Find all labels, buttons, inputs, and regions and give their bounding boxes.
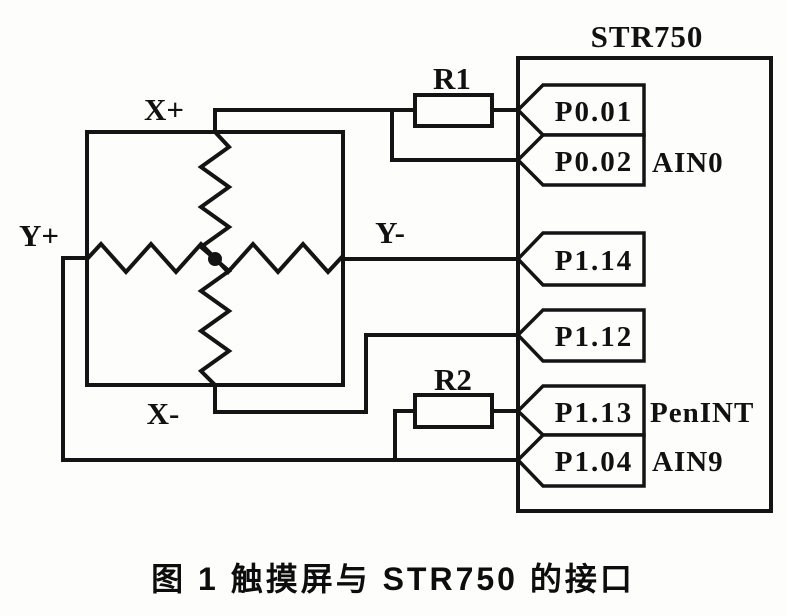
- wire-branch-r2: [393, 409, 417, 462]
- wire-xplus-branch-p002: [390, 108, 520, 162]
- resistor-label-r2: R2: [434, 362, 472, 397]
- resistor-r1: [413, 93, 494, 128]
- pin-label-p0-01: P0.01: [555, 96, 633, 128]
- pin-arrow-p0-02: [515, 133, 646, 187]
- touch-contact-dot: [208, 252, 222, 266]
- pin-arrow-p1-12: [515, 308, 646, 363]
- pin-arrow-p1-04: [515, 433, 646, 488]
- resistor-label-r1: R1: [433, 61, 471, 96]
- figure-caption: 图 1 触摸屏与 STR750 的接口: [151, 561, 635, 597]
- terminal-label-x-plus: X+: [144, 92, 184, 127]
- signal-label-ain9: AIN9: [652, 446, 724, 478]
- wire-yplus-to-p104: [61, 256, 520, 462]
- pin-arrow-p0-01: [515, 83, 646, 137]
- pin-label-p1-12: P1.12: [555, 321, 633, 353]
- wire-xplus-to-r1: [213, 108, 417, 134]
- terminal-label-x-minus: X-: [147, 396, 180, 431]
- pin-label-p1-04: P1.04: [555, 446, 633, 478]
- pin-arrows: [515, 83, 646, 488]
- str750-title: STR750: [591, 19, 704, 54]
- resistor-r2: [413, 393, 494, 429]
- signal-label-ain0: AIN0: [652, 147, 724, 179]
- pin-arrow-p1-13: [515, 384, 646, 437]
- pin-label-p1-14: P1.14: [555, 245, 633, 277]
- wires: [61, 108, 520, 462]
- terminal-label-y-plus: Y+: [19, 218, 59, 253]
- wire-xminus-to-p112: [213, 333, 520, 414]
- pin-arrow-p1-14: [515, 231, 646, 287]
- terminal-label-y-minus: Y-: [375, 215, 405, 250]
- signal-label-penint: PenINT: [650, 397, 754, 429]
- pin-label-p0-02: P0.02: [555, 146, 633, 178]
- pin-label-p1-13: P1.13: [555, 397, 633, 429]
